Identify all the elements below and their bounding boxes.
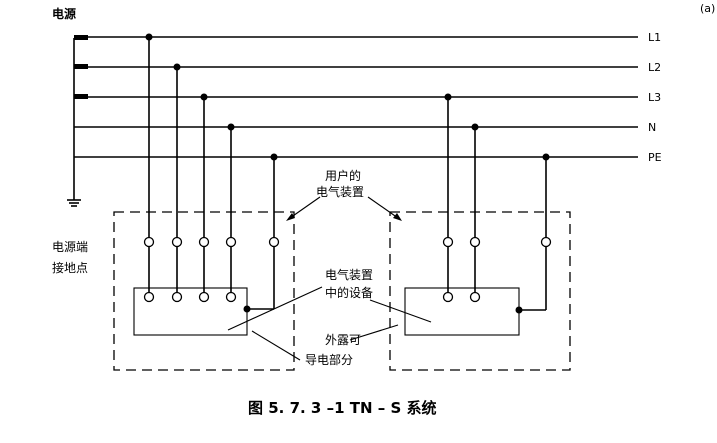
label-l1: L1 <box>648 31 661 44</box>
right-equipment <box>404 287 546 336</box>
user-device-label-1: 用户的 <box>325 168 361 183</box>
source-earth-label-2: 接地点 <box>52 260 88 275</box>
user-device-label-2: 电气装置 <box>316 184 364 199</box>
figure-caption: 图 5. 7. 3 –1 TN – S 系统 <box>248 399 437 417</box>
left-terminals <box>143 236 280 309</box>
label-pe: PE <box>648 151 662 164</box>
line-labels: L1 L2 L3 N PE <box>648 31 662 164</box>
label-l3: L3 <box>648 91 661 104</box>
left-drops <box>145 33 278 238</box>
left-equipment <box>133 287 274 336</box>
right-installation-box <box>389 211 571 371</box>
label-l2: L2 <box>648 61 661 74</box>
label-n: N <box>648 121 656 134</box>
exposed-part-label-1: 外露可 <box>325 333 361 347</box>
left-installation-box <box>113 211 295 371</box>
right-drops <box>444 93 550 238</box>
main-lines <box>74 36 638 158</box>
earth-symbol <box>67 199 81 207</box>
source-bus <box>73 35 88 200</box>
corner-mark: (a) <box>700 2 715 15</box>
annotation-leaders <box>227 196 432 361</box>
source-label: 电源 <box>52 6 76 21</box>
source-earth-label-1: 电源端 <box>52 240 88 254</box>
equipment-label-1: 电气装置 <box>325 267 373 282</box>
right-terminals <box>442 236 552 310</box>
exposed-part-label-2: 导电部分 <box>305 352 353 367</box>
equipment-label-2: 中的设备 <box>325 285 373 300</box>
